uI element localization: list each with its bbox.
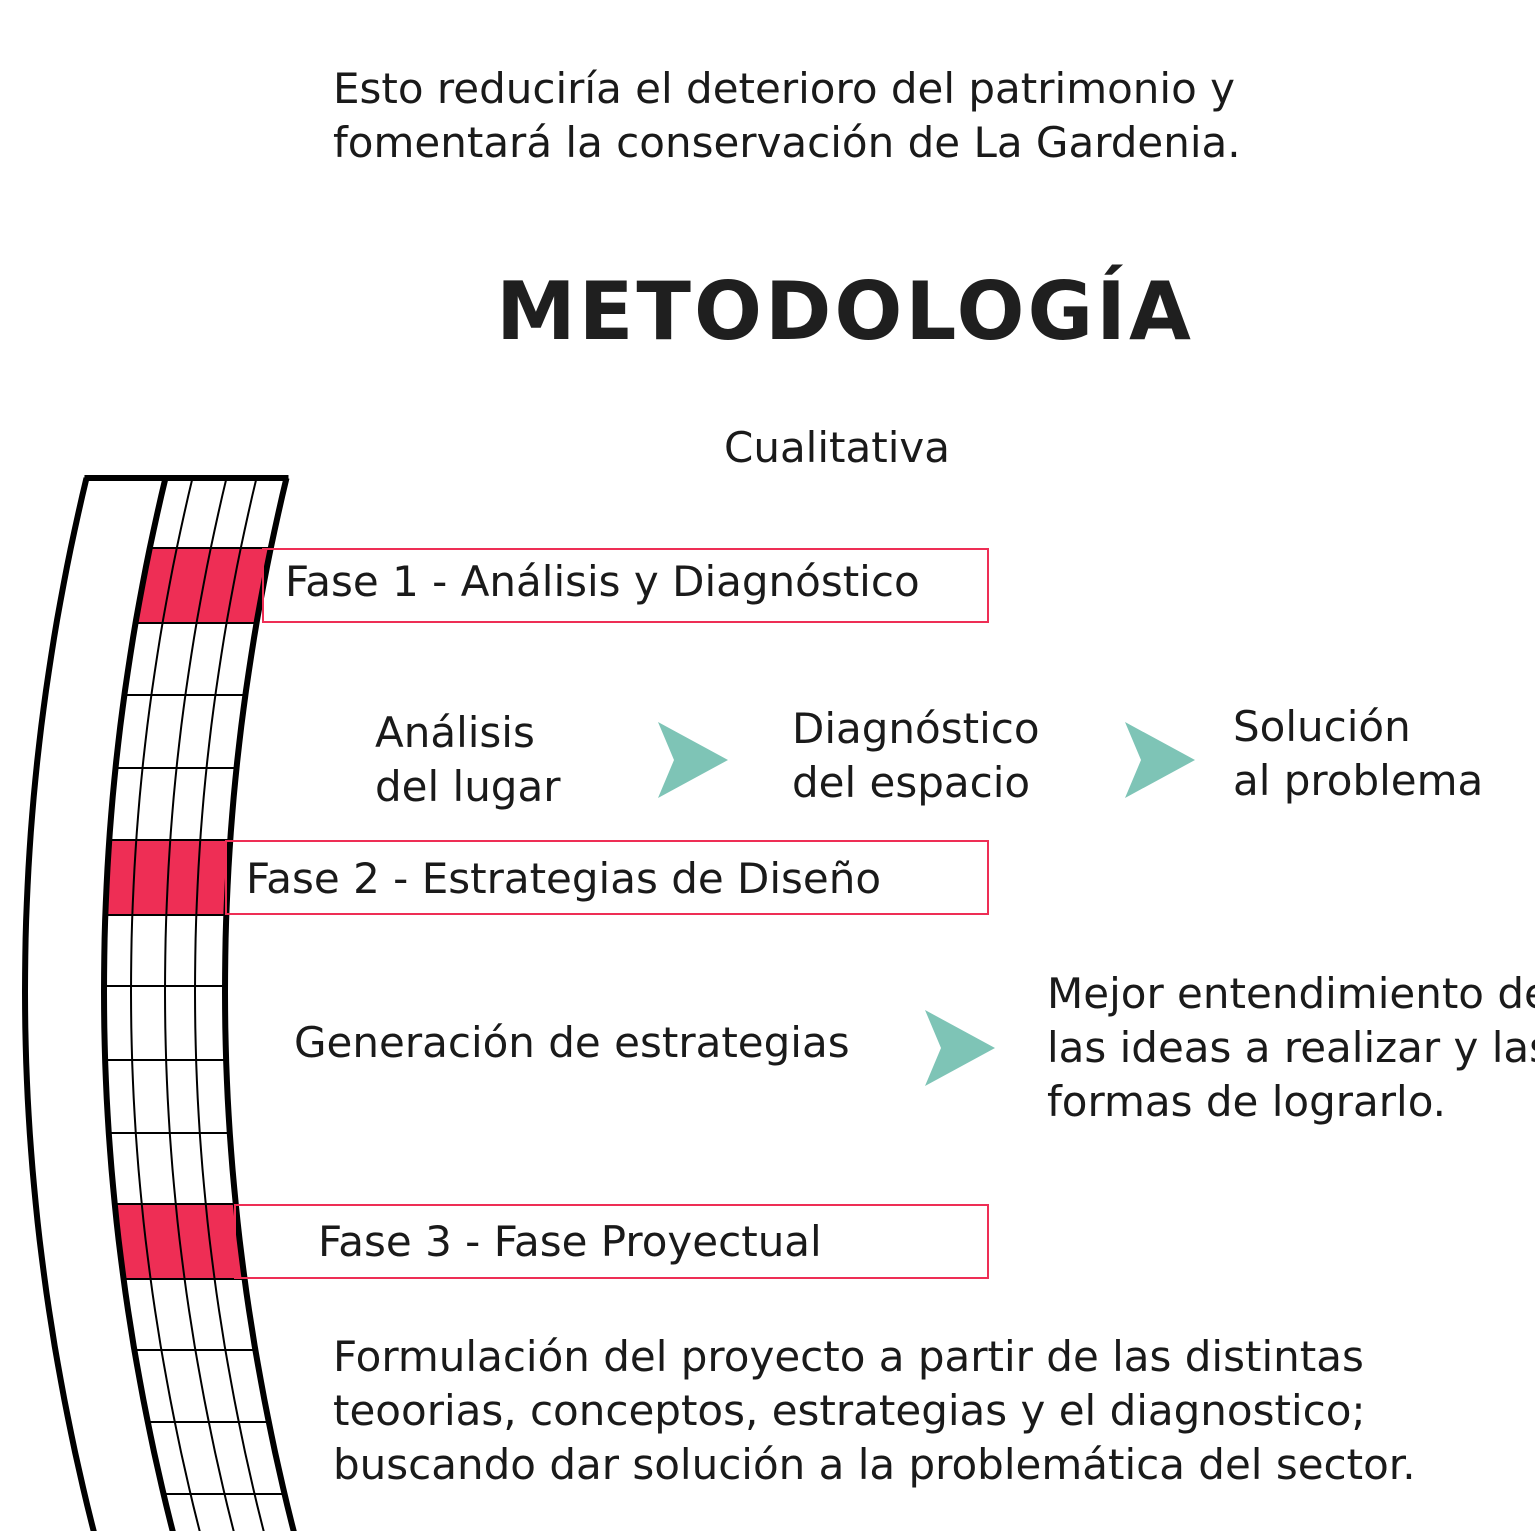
phase-2-box: [225, 840, 989, 915]
intro-text: Esto reduciría el deterioro del patrimon…: [333, 62, 1241, 170]
phase-3-box: [234, 1204, 989, 1279]
step-line: Solución: [1233, 702, 1411, 751]
ribbon-edge-line: [100, 477, 176, 1531]
ribbon-edge-line: [21, 477, 97, 1531]
step-line: del espacio: [792, 758, 1031, 807]
step-line: las ideas a realizar y las: [1047, 1023, 1535, 1072]
methodology-type: Cualitativa: [724, 423, 950, 472]
step-line: formas de lograrlo.: [1047, 1077, 1447, 1126]
intro-line-2: fomentará la conservación de La Gardenia…: [333, 118, 1241, 167]
arrow-icon: [925, 1010, 995, 1086]
phase-2-step-resultado: Mejor entendimiento de las ideas a reali…: [1047, 967, 1535, 1129]
phase-2-label: Fase 2 - Estrategias de Diseño: [246, 854, 882, 903]
intro-line-1: Esto reduciría el deterioro del patrimon…: [333, 64, 1235, 113]
step-line: Diagnóstico: [792, 704, 1040, 753]
phase-1-label: Fase 1 - Análisis y Diagnóstico: [285, 557, 920, 606]
step-line: Formulación del proyecto a partir de las…: [333, 1332, 1364, 1381]
phase-2-step-generacion: Generación de estrategias: [294, 1016, 850, 1070]
step-line: teoorias, conceptos, estrategias y el di…: [333, 1386, 1366, 1435]
step-line: Análisis: [375, 708, 535, 757]
ribbon-edge-line: [129, 477, 201, 1531]
phase-1-step-analisis: Análisis del lugar: [375, 706, 560, 814]
phase-3-description: Formulación del proyecto a partir de las…: [333, 1330, 1416, 1492]
phase-3-label: Fase 3 - Fase Proyectual: [318, 1217, 822, 1266]
page-title: METODOLOGÍA: [496, 265, 1194, 358]
step-line: buscando dar solución a la problemática …: [333, 1440, 1416, 1489]
phase-1-step-solucion: Solución al problema: [1233, 700, 1483, 808]
step-line: Mejor entendimiento de: [1047, 969, 1535, 1018]
phase-1-box: [262, 548, 989, 623]
arrow-icon: [1125, 722, 1195, 798]
arrow-icon: [658, 722, 728, 798]
step-line: al problema: [1233, 756, 1484, 805]
ribbon-edge-line: [163, 477, 235, 1531]
ribbon-edge-line: [193, 477, 265, 1531]
phase-1-step-diagnostico: Diagnóstico del espacio: [792, 702, 1040, 810]
step-line: Generación de estrategias: [294, 1018, 850, 1067]
ribbon-edge-line: [221, 477, 297, 1531]
step-line: del lugar: [375, 762, 561, 811]
